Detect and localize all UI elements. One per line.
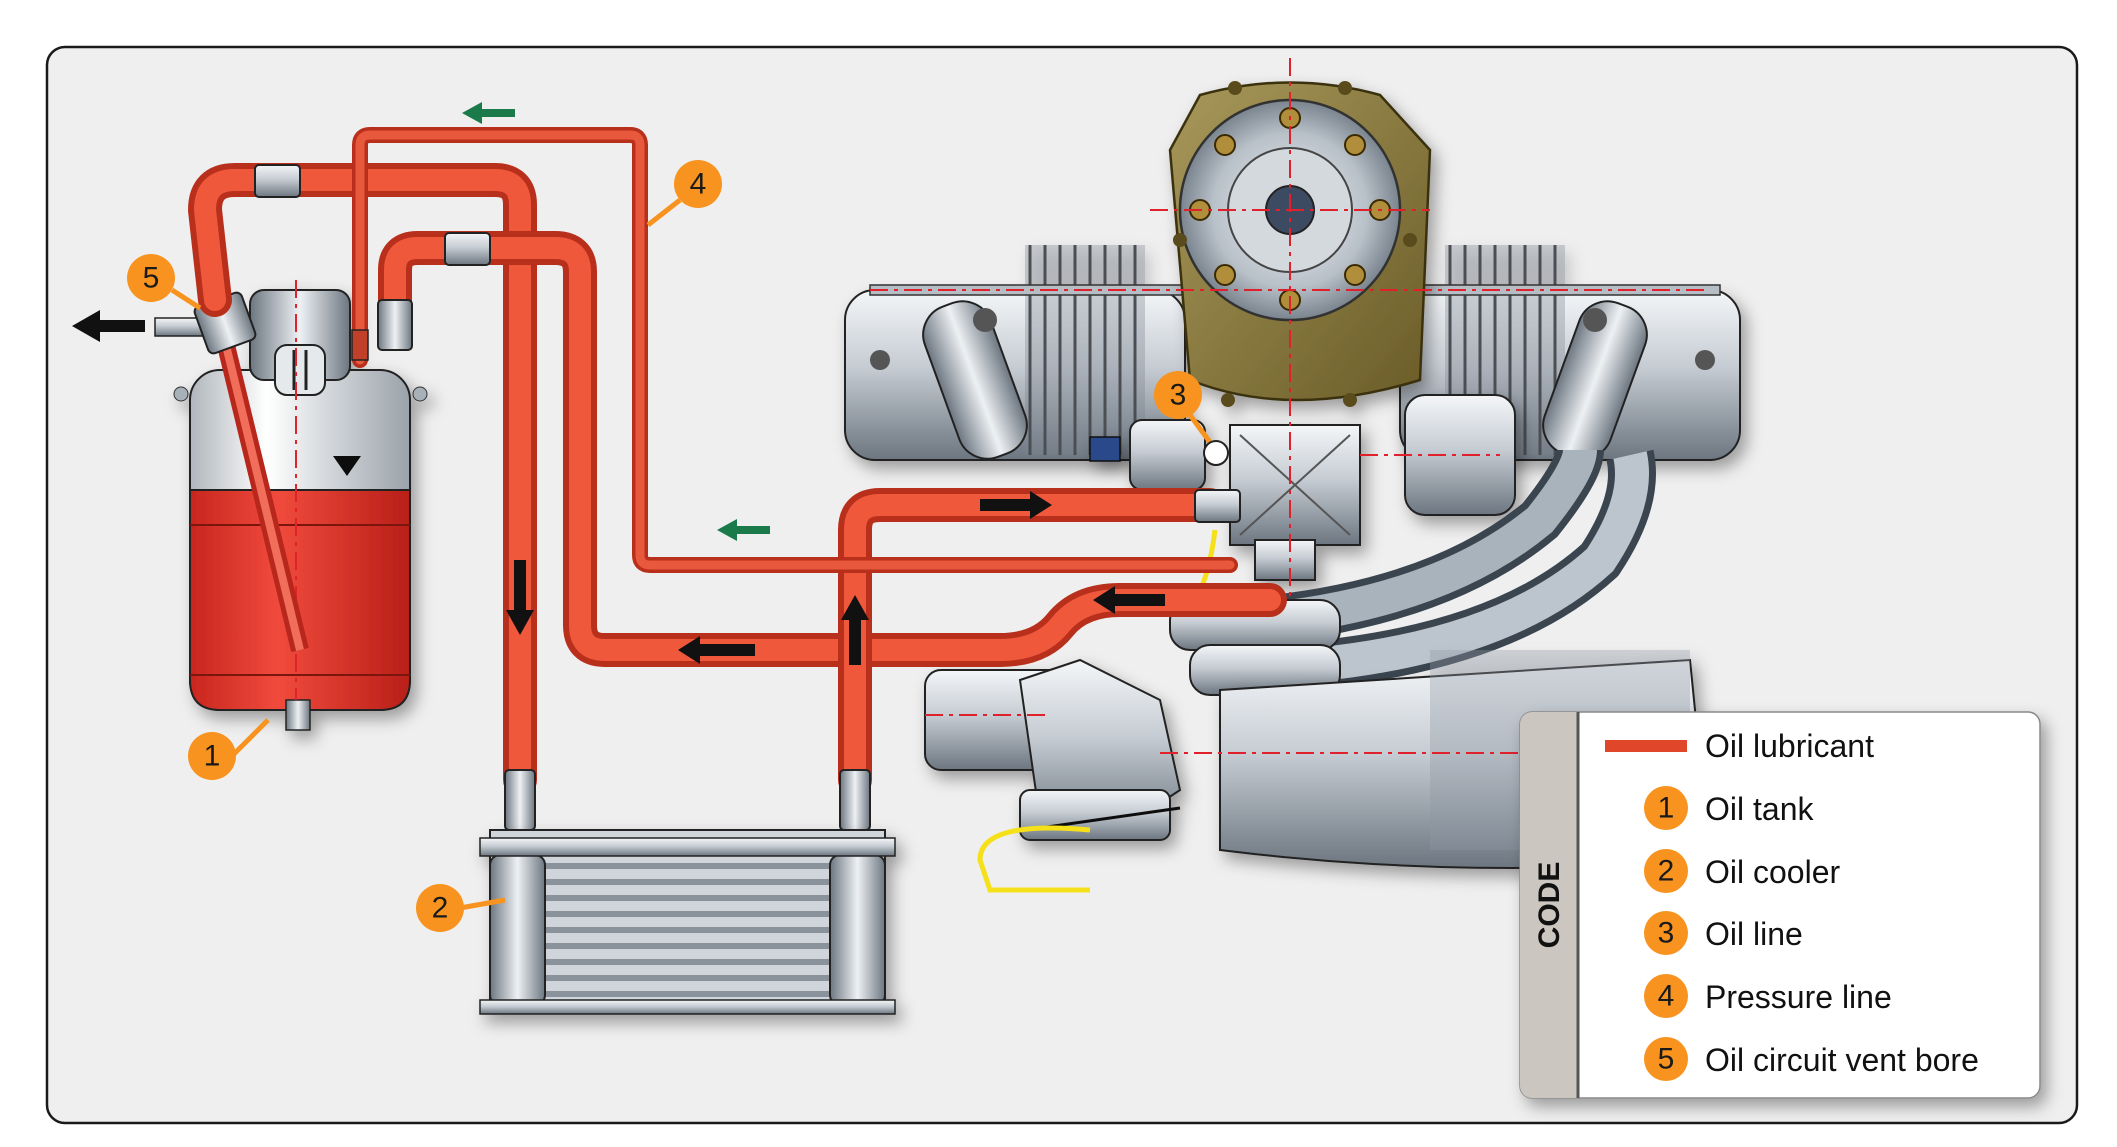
vent-arrow-left-icon (72, 310, 145, 342)
legend-line-item: Oil lubricant (1605, 728, 1874, 764)
legend-item: 1 Oil tank (1644, 786, 1814, 830)
callout-2-number: 2 (432, 892, 449, 925)
level-indicator-icon (333, 456, 361, 476)
flow-arrow-up-icon (841, 595, 869, 665)
callout-3-number: 3 (1170, 379, 1187, 412)
legend (1519, 711, 2041, 1099)
flow-arrow-down-icon (506, 560, 534, 635)
oil-cooler (479, 829, 896, 1015)
pipe-fittings (254, 164, 1241, 831)
flow-arrow-left-icon (678, 636, 755, 664)
flow-arrow-right-icon (980, 491, 1052, 519)
callout-5: 5 (127, 254, 202, 311)
legend-item-number: 5 (1658, 1043, 1675, 1076)
legend-item-label: Oil tank (1705, 791, 1814, 827)
callout-4: 4 (646, 160, 722, 227)
callout-3: 3 (1154, 371, 1229, 466)
callout-1: 1 (188, 718, 270, 780)
legend-item-number: 4 (1658, 980, 1675, 1013)
legend-item: 2 Oil cooler (1644, 849, 1841, 893)
legend-item: 3 Oil line (1644, 911, 1803, 955)
accessory-housing (1168, 81, 1432, 407)
callout-5-number: 5 (143, 262, 160, 295)
oil-lubricant-swatch (1605, 740, 1687, 752)
legend-item-label: Pressure line (1705, 979, 1892, 1015)
oil-pump-block (1089, 394, 1516, 581)
legend-item: 5 Oil circuit vent bore (1644, 1037, 1979, 1081)
legend-item-label: Oil circuit vent bore (1705, 1042, 1979, 1078)
flow-arrow-left-icon (1093, 586, 1165, 614)
intake-pipes (1169, 447, 1656, 696)
callout-2: 2 (416, 884, 506, 932)
legend-item-number: 3 (1658, 917, 1675, 950)
pressure-flow-arrow-left-icon (462, 102, 515, 124)
callout-1-number: 1 (204, 740, 221, 773)
pressure-flow-arrow-left-icon (717, 519, 770, 541)
oil-pipes (188, 127, 1287, 797)
callout-badges: 1 2 3 4 5 (127, 160, 1229, 932)
callout-4-number: 4 (690, 168, 707, 201)
legend-heading: CODE (1533, 862, 1566, 949)
legend-item-label: Oil cooler (1705, 854, 1841, 890)
legend-item-number: 2 (1658, 855, 1675, 888)
legend-item-number: 1 (1658, 792, 1675, 825)
legend-line-label: Oil lubricant (1705, 728, 1874, 764)
flow-arrows (72, 102, 1165, 665)
legend-item-label: Oil line (1705, 916, 1803, 952)
legend-item: 4 Pressure line (1644, 974, 1892, 1018)
